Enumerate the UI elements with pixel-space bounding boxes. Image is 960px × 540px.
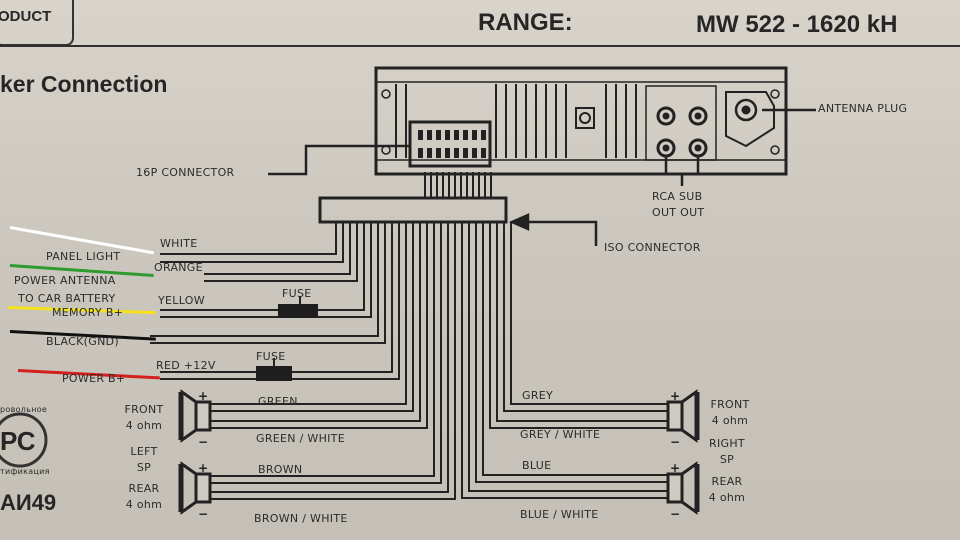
red-12v-label: RED +12V bbox=[156, 359, 216, 372]
cert-mark bbox=[0, 412, 48, 468]
svg-text:−: − bbox=[670, 507, 680, 521]
power-antenna-label: POWER ANTENNA bbox=[14, 274, 116, 287]
svg-text:+: + bbox=[670, 389, 680, 403]
fuse-label-1: FUSE bbox=[282, 287, 312, 300]
header-divider bbox=[0, 45, 960, 47]
range-label: RANGE: bbox=[478, 9, 573, 36]
white-wire-label: WHITE bbox=[160, 237, 198, 250]
range-value: MW 522 - 1620 kH bbox=[696, 11, 898, 38]
grey-wire-label: GREY bbox=[522, 389, 554, 402]
speakers-left bbox=[178, 389, 212, 515]
cert-mark-text: РС bbox=[0, 426, 36, 456]
memory-b-label: MEMORY B+ bbox=[52, 306, 124, 319]
connector-16p-label: 16P CONNECTOR bbox=[136, 166, 235, 179]
svg-text:+: + bbox=[198, 389, 208, 403]
svg-text:−: − bbox=[198, 507, 208, 521]
fuse-label-2: FUSE bbox=[256, 350, 286, 363]
brown-white-wire-label: BROWN / WHITE bbox=[254, 512, 348, 525]
product-label: ODUCT bbox=[0, 8, 52, 25]
rear-left-ohm: 4 ohm bbox=[125, 498, 163, 511]
black-gnd-label: BLACK(GND) bbox=[46, 335, 119, 348]
yellow-wire-label: YELLOW bbox=[158, 294, 205, 307]
left-sp-sub: SP bbox=[136, 461, 152, 474]
right-sp-label: RIGHT bbox=[709, 437, 745, 450]
left-sp-label: LEFT bbox=[130, 445, 158, 458]
speakers-right bbox=[666, 389, 700, 515]
green-white-wire-label: GREEN / WHITE bbox=[256, 432, 345, 445]
front-right-label: FRONT bbox=[710, 398, 750, 411]
rca-sub-label: RCA SUB bbox=[652, 190, 703, 203]
svg-text:−: − bbox=[670, 435, 680, 449]
iso-connector-label: ISO CONNECTOR bbox=[604, 241, 701, 254]
blue-white-wire-label: BLUE / WHITE bbox=[520, 508, 599, 521]
blue-wire-label: BLUE bbox=[522, 459, 552, 472]
fuses bbox=[256, 304, 318, 381]
rear-left-label: REAR bbox=[128, 482, 160, 495]
grey-white-wire-label: GREY / WHITE bbox=[520, 428, 601, 441]
power-b-label: POWER B+ bbox=[62, 372, 126, 385]
iso-connector-bar bbox=[318, 196, 508, 224]
front-left-label: FRONT bbox=[124, 403, 164, 416]
svg-text:+: + bbox=[198, 461, 208, 475]
rca-out-label: OUT OUT bbox=[652, 206, 705, 219]
section-title: ker Connection bbox=[0, 71, 168, 97]
rear-right-label: REAR bbox=[711, 475, 743, 488]
brown-wire-label: BROWN bbox=[258, 463, 303, 476]
cert-bottom-text: тификация bbox=[0, 467, 50, 476]
cert-top-text: ровольное bbox=[0, 405, 48, 414]
right-sp-sub: SP bbox=[719, 453, 735, 466]
svg-text:+: + bbox=[670, 461, 680, 475]
to-car-battery-label: TO CAR BATTERY bbox=[18, 292, 116, 305]
front-right-ohm: 4 ohm bbox=[711, 414, 749, 427]
cert-code: АИ49 bbox=[0, 490, 57, 515]
radio-unit bbox=[374, 66, 788, 176]
front-left-ohm: 4 ohm bbox=[125, 419, 163, 432]
panel-light-label: PANEL LIGHT bbox=[46, 250, 121, 263]
antenna-plug-label: ANTENNA PLUG bbox=[818, 102, 908, 115]
rear-right-ohm: 4 ohm bbox=[708, 491, 746, 504]
green-wire-label: GREEN bbox=[258, 395, 298, 408]
orange-wire-label: ORANGE bbox=[154, 261, 203, 274]
svg-text:−: − bbox=[198, 435, 208, 449]
